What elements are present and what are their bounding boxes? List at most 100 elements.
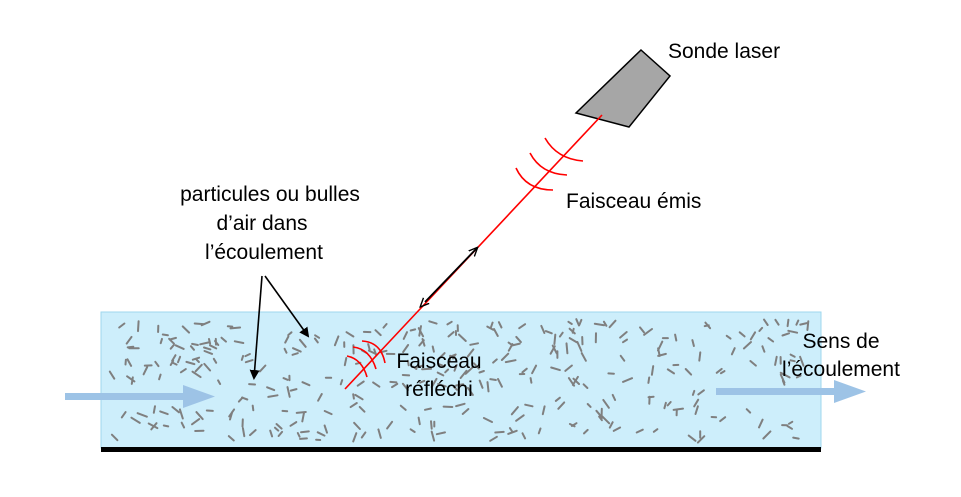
particle xyxy=(277,430,284,437)
particle xyxy=(154,360,160,368)
particle xyxy=(567,377,576,387)
particle xyxy=(430,430,436,442)
particle xyxy=(684,368,693,376)
flow-direction-label-line-2: l’écoulement xyxy=(782,358,900,381)
particle xyxy=(240,354,245,361)
particle xyxy=(786,318,790,328)
particle xyxy=(537,427,542,435)
particle xyxy=(292,347,302,353)
particle xyxy=(557,401,566,410)
particle xyxy=(402,344,410,354)
particle xyxy=(417,327,425,338)
particle xyxy=(269,429,274,438)
particle xyxy=(275,423,283,430)
particle xyxy=(572,377,580,385)
particles-group xyxy=(108,318,810,444)
particle xyxy=(510,406,519,416)
particle xyxy=(424,407,432,411)
particle xyxy=(551,344,558,355)
particle xyxy=(417,416,421,426)
particle xyxy=(354,393,364,401)
particle xyxy=(486,325,495,331)
particle xyxy=(554,396,561,402)
particle xyxy=(228,408,236,418)
double-headed-arrow-icon xyxy=(425,248,477,302)
flow-channel xyxy=(100,311,822,449)
particle xyxy=(576,341,583,352)
particle xyxy=(386,420,394,430)
particle xyxy=(567,320,573,325)
particle xyxy=(524,403,534,408)
particle xyxy=(220,336,227,343)
inflow-arrow xyxy=(65,385,215,408)
particle xyxy=(353,421,361,430)
particle xyxy=(137,320,140,333)
particle xyxy=(118,322,126,329)
particle xyxy=(177,355,182,364)
particle xyxy=(492,358,498,364)
particle xyxy=(126,345,135,349)
particle xyxy=(504,359,517,364)
particle xyxy=(159,337,163,345)
particle xyxy=(578,318,583,326)
particle xyxy=(199,341,210,346)
particle xyxy=(301,381,311,387)
particle xyxy=(749,360,757,367)
particle xyxy=(367,343,371,351)
particle xyxy=(189,345,195,351)
particle xyxy=(147,422,159,430)
particle xyxy=(126,358,133,367)
particle xyxy=(540,324,546,334)
particle xyxy=(466,386,474,396)
particle xyxy=(666,401,672,407)
particle xyxy=(435,431,446,436)
particle xyxy=(568,423,576,428)
particle xyxy=(767,337,775,343)
particle xyxy=(478,379,484,389)
emitted-wave-icon xyxy=(515,137,584,191)
particle xyxy=(437,362,446,368)
particle xyxy=(233,340,245,344)
particle xyxy=(296,432,301,438)
particle xyxy=(455,402,466,408)
particle xyxy=(497,321,503,329)
particle xyxy=(377,428,382,439)
particle xyxy=(779,373,786,384)
particle xyxy=(455,383,465,387)
particle xyxy=(352,393,355,400)
particle xyxy=(544,330,553,335)
particle xyxy=(203,362,212,372)
particle xyxy=(214,340,220,346)
particle xyxy=(412,365,418,370)
particle xyxy=(529,377,533,384)
particle xyxy=(693,398,700,408)
particle xyxy=(339,379,344,386)
particle xyxy=(409,428,416,433)
particle xyxy=(406,359,410,367)
particle xyxy=(781,332,790,337)
particle xyxy=(725,334,732,340)
particle xyxy=(761,345,766,353)
particle xyxy=(391,382,399,389)
particle xyxy=(657,340,664,352)
particle xyxy=(300,430,310,434)
particle xyxy=(136,412,148,418)
particle xyxy=(558,331,564,338)
particle xyxy=(419,379,426,384)
particle xyxy=(459,369,468,379)
particle xyxy=(349,402,358,409)
particle xyxy=(161,333,169,337)
particles-label-line-3: l’écoulement xyxy=(205,241,323,264)
particle xyxy=(430,377,438,388)
particle xyxy=(697,389,705,396)
particle xyxy=(185,360,196,366)
particle xyxy=(125,335,133,345)
particle xyxy=(792,436,800,440)
particle xyxy=(612,426,622,432)
particle xyxy=(500,352,510,361)
particle xyxy=(402,331,408,340)
particle xyxy=(289,421,298,427)
particle xyxy=(568,337,578,344)
particle xyxy=(299,437,308,440)
